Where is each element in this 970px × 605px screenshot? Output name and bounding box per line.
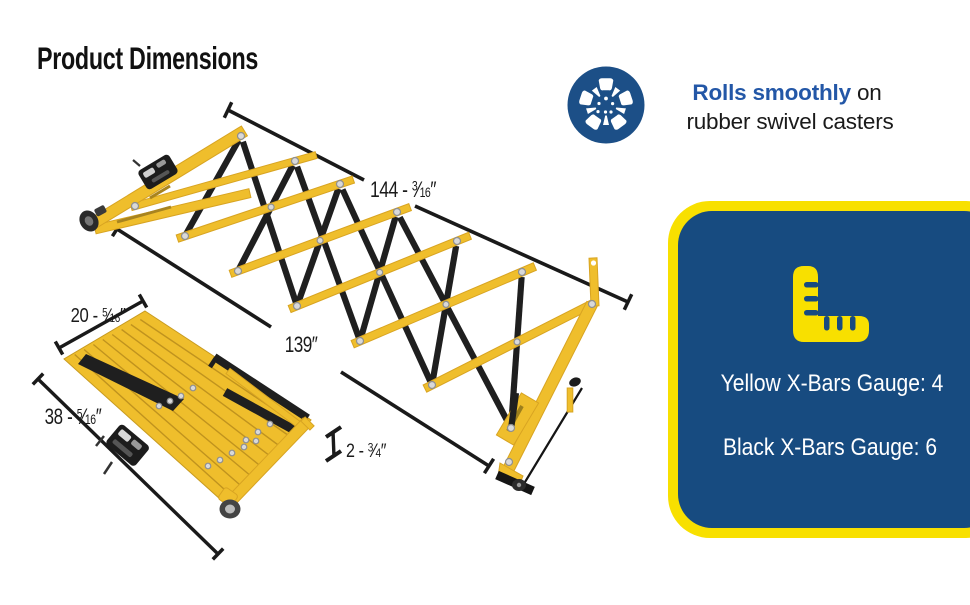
svg-text:139″: 139″ <box>285 333 318 358</box>
svg-text:2 - 3⁄4″: 2 - 3⁄4″ <box>346 439 386 462</box>
svg-text:Rolls smoothly on: Rolls smoothly on <box>692 80 881 105</box>
svg-text:38 - 5⁄16″: 38 - 5⁄16″ <box>45 405 102 430</box>
svg-text:rubber swivel casters: rubber swivel casters <box>686 109 893 134</box>
svg-text:Black X-Bars Gauge: 6: Black X-Bars Gauge: 6 <box>723 434 937 460</box>
svg-text:Product Dimensions: Product Dimensions <box>37 41 258 76</box>
svg-text:Yellow X-Bars Gauge: 4: Yellow X-Bars Gauge: 4 <box>721 370 944 396</box>
